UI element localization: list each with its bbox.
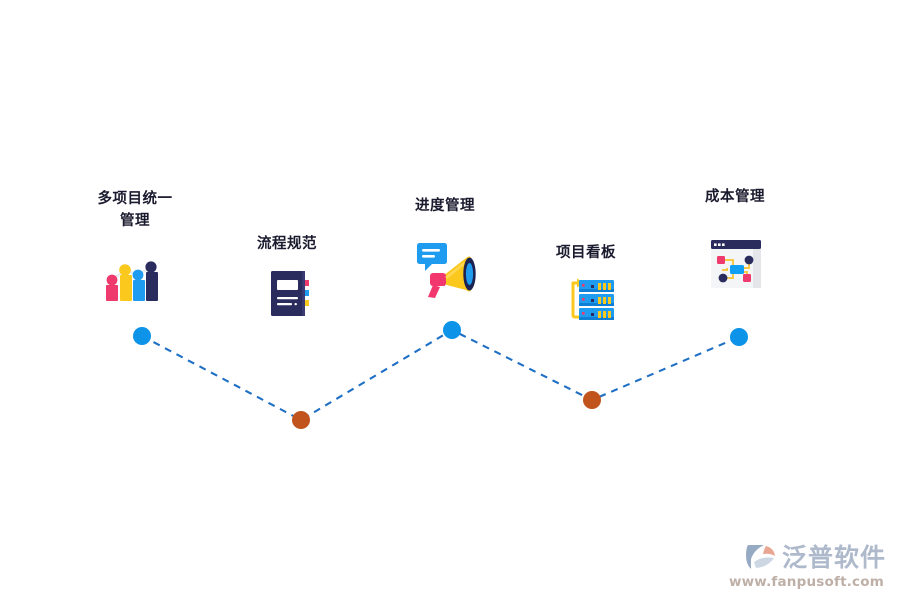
notebook-icon-wrap (266, 266, 314, 320)
watermark-brand-text: 泛普软件 (781, 542, 886, 572)
bar-chart-icon-wrap (101, 254, 161, 306)
node-label-5: 成本管理 (705, 189, 765, 205)
diagram-node-1[interactable]: 多项目统一 管理 (45, 188, 225, 232)
diagram-node-2[interactable]: 流程规范 (197, 233, 377, 255)
megaphone-icon-wrap (414, 240, 478, 300)
milestone-dot-5[interactable] (730, 328, 748, 346)
milestone-dot-2[interactable] (292, 411, 310, 429)
watermark: 泛普软件 www.fanpusoft.com (728, 542, 886, 591)
watermark-url-text: www.fanpusoft.com (728, 574, 884, 590)
milestone-dot-3[interactable] (443, 321, 461, 339)
diagram-node-4[interactable]: 项目看板 (496, 242, 676, 264)
milestone-dot-4[interactable] (583, 391, 601, 409)
server-rack-icon-wrap (560, 277, 616, 323)
diagram-node-5[interactable]: 成本管理 (645, 186, 825, 208)
server-rack-icon (571, 278, 614, 320)
fanpu-logo-icon (745, 545, 775, 569)
dashboard-window-icon (711, 240, 761, 288)
node-label-2: 流程规范 (257, 236, 317, 252)
bar-chart-icon (106, 261, 158, 301)
diagram-node-3[interactable]: 进度管理 (355, 195, 535, 217)
megaphone-icon (417, 243, 476, 298)
node-label-4: 项目看板 (556, 245, 616, 261)
node-label-3: 进度管理 (415, 198, 475, 214)
dashboard-window-icon-wrap (709, 238, 766, 292)
watermark-brand-row: 泛普软件 (744, 542, 886, 572)
notebook-icon (271, 271, 309, 316)
milestone-dot-1[interactable] (133, 327, 151, 345)
node-label-1: 多项目统一 管理 (97, 191, 173, 229)
